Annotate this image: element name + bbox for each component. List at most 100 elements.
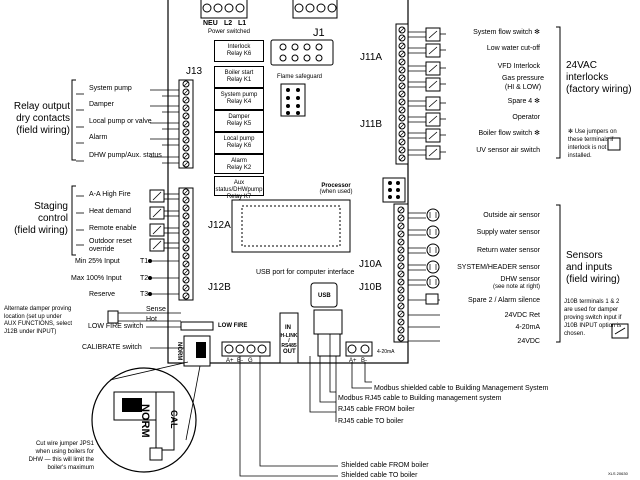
interlock-low-water: Low water cut-off [486,45,540,52]
interlock-uv-sensor: UV sensor air switch [476,147,540,154]
terminal-screw-slot [399,91,405,97]
terminal-screw-slot [399,83,405,89]
j13-label: J13 [186,66,203,77]
low-fire-switch-label: LOW FIRE switch [88,323,144,330]
j1-terminal-block [292,0,338,19]
staging-switch-contact [152,240,162,250]
terminal-screw-slot [183,129,189,135]
a-plus-label-2: A+ [349,358,357,364]
terminal-screw-slot [399,43,405,49]
power-switched-label: Power switched [208,29,251,35]
footer-code: XLS 20630 [608,471,628,476]
norm-board-label: NORM [176,342,182,361]
calibrate-switch-label: CALIBRATE switch [82,344,142,351]
input-4-20ma: 4-20mA [515,324,540,331]
terminal-screw-slot [398,271,404,277]
rs485-in-label: IN [285,325,291,331]
terminal-screw-slot [183,81,189,87]
terminal-screw-slot [183,89,189,95]
terminal-screw-slot [183,285,189,291]
terminal-screw-slot [399,35,405,41]
terminal-screw-slot [399,75,405,81]
input-high-fire: A-A High Fire [89,191,131,198]
output-system-pump: System pump [89,85,132,92]
terminal-screw-slot [183,197,189,203]
terminal-screw-slot [183,237,189,243]
rs485-module [279,312,299,364]
sensor-outside-air: Outside air sensor [483,212,540,219]
analog-terminal-dot [148,276,152,280]
terminal-screw-slot [399,147,405,153]
sensor-thermistor-icon [426,275,440,289]
terminal-screw-slot [183,137,189,143]
processor-chip [231,199,351,253]
terminal-screws [182,26,406,342]
terminal-screw-slot [399,131,405,137]
j12b-label: J12B [208,282,231,293]
terminal-screw-slot [183,105,189,111]
staging-switch-contact [152,208,162,218]
terminal-screw-slot [398,263,404,269]
sensor-thermistor-icon [426,243,440,257]
terminal-screw-slot [398,335,404,341]
j11a-label: J11A [360,52,383,63]
processor-connector [382,177,406,203]
cable-callouts [239,334,372,477]
jumper-symbol [607,137,621,151]
terminal-screw-slot [399,51,405,57]
terminal-screw-slot [398,327,404,333]
terminal-screw-slot [399,115,405,121]
output-local-pump: Local pump or valve [89,118,152,125]
interlock-switch-contact [428,131,438,140]
b-minus-label-2: B- [361,358,367,364]
interlock-system-flow: System flow switch ✻ [473,29,540,36]
input-heat-demand: Heat demand [89,208,132,215]
reserve-label: Reserve [89,291,116,298]
terminal-screw-slot [183,293,189,299]
processor-label: Processor(when used) [319,183,353,195]
terminal-screw-slot [398,279,404,285]
flame-safeguard-connector [280,83,306,117]
terminal-screw-slot [399,155,405,161]
terminal-screw-slot [183,189,189,195]
interlock-gas-hi-low: (HI & LOW) [504,84,542,91]
terminal-screw-slot [399,99,405,105]
interlock-switch-contact [428,99,438,108]
jumper-magnifier [91,361,201,473]
terminal-screw-slot [398,231,404,237]
terminal-screw-slot [398,255,404,261]
terminal-screw-slot [183,245,189,251]
terminal-screw-slot [399,59,405,65]
l2-label: L2 [224,20,233,27]
ma-board-label: 4-20mA [377,349,395,355]
terminal-screw-slot [398,207,404,213]
norm-magnified-label: NORM [139,404,151,438]
terminal-screw-slot [398,311,404,317]
sense-label: Sense [146,306,166,313]
bottom-terminal-right [345,341,373,357]
input-override: override [89,246,115,253]
sensor-thermistor-icon [426,225,440,239]
interlock-boiler-flow: Boiler flow switch ✻ [478,130,541,137]
sensor-bracket [556,204,561,343]
sensor-supply-water: Supply water sensor [476,229,540,236]
terminal-screw-slot [399,139,405,145]
low-fire-connector [180,321,214,331]
j11b-label: J11B [360,119,383,130]
interlock-switch-contact [428,46,438,55]
input-24vdc: 24VDC [517,338,540,345]
g-label-1: G [248,358,253,364]
terminal-screw-slot [183,221,189,227]
output-damper: Damper [89,101,114,108]
interlock-vfd: VFD Interlock [497,63,540,70]
cal-magnified-label: CAL [169,410,179,429]
